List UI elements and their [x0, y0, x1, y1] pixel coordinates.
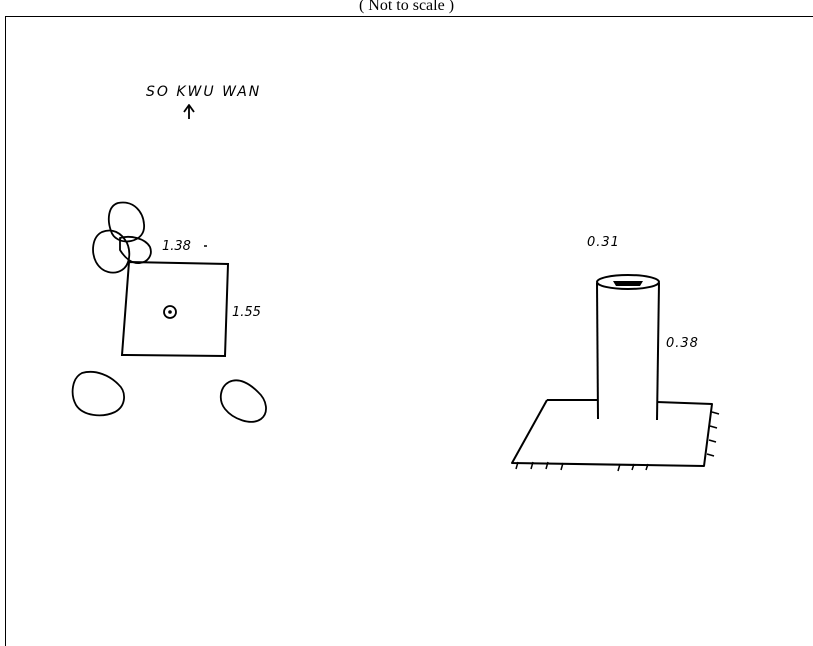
boulder-left	[92, 229, 131, 274]
plan-base-square	[120, 260, 230, 358]
north-arrow-icon	[183, 104, 195, 119]
direction-label: SO KWU WAN	[146, 84, 261, 100]
boulder-top	[107, 201, 145, 243]
scale-note: ( Not to scale )	[358, 0, 455, 14]
elevation-base-slab	[511, 399, 713, 467]
plan-depth-label: 1.55	[232, 305, 261, 320]
survey-pillar	[596, 274, 660, 421]
pillar-height-label: 0.38	[666, 336, 699, 351]
plan-width-label: 1.38	[162, 239, 191, 254]
ground-hatching	[515, 411, 720, 472]
pillar-diameter-label: 0.31	[587, 235, 620, 250]
boulder-bottom-right	[219, 379, 267, 423]
boulder-middle	[119, 235, 152, 264]
sketch-frame	[5, 16, 813, 646]
boulder-bottom-left	[71, 371, 125, 417]
survey-mark-icon	[163, 305, 177, 319]
